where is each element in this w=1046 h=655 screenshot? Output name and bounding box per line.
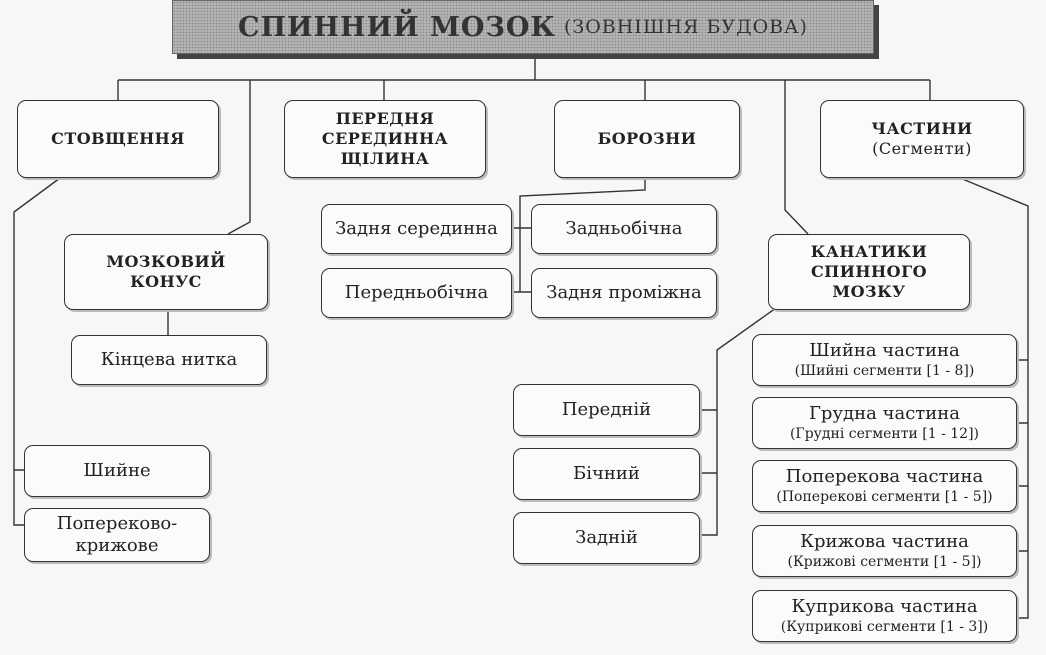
groove-item-posterior-median: Задня серединна — [321, 204, 512, 254]
groove-item-label: Передньобічна — [344, 282, 489, 303]
groove-item-posterolateral: Задньобічна — [531, 204, 717, 254]
category-anterior-fissure-label: ПЕРЕДНЯ СЕРЕДИННА ЩІЛИНА — [321, 109, 449, 168]
thickening-item-lumbosacral: Попереково- крижове — [24, 508, 210, 562]
connector-title-bus — [118, 52, 930, 81]
title-subtitle: (ЗОВНІШНЯ БУДОВА) — [563, 16, 808, 38]
part-item-thoracic: Грудна частина (Грудні сегменти [1 - 12]… — [752, 397, 1017, 449]
category-grooves: БОРОЗНИ — [554, 100, 740, 178]
groove-item-label: Задня проміжна — [546, 282, 702, 303]
category-anterior-fissure: ПЕРЕДНЯ СЕРЕДИННА ЩІЛИНА — [284, 100, 486, 178]
category-thickenings-label: СТОВЩЕННЯ — [51, 129, 185, 148]
part-item-segments: (Куприкові сегменти [1 - 3]) — [780, 619, 989, 635]
connector-to-conus — [227, 80, 251, 235]
funiculus-item-lateral: Бічний — [513, 448, 700, 500]
part-item-segments: (Крижові сегменти [1 - 5]) — [787, 554, 982, 570]
connector-thickenings-items — [13, 177, 61, 526]
part-item-name: Крижова частина — [800, 531, 969, 552]
part-item-lumbar: Поперекова частина (Поперекові сегменти … — [752, 460, 1017, 512]
funiculus-item-anterior: Передній — [513, 384, 700, 436]
conus-item-terminal-filum: Кінцева нитка — [71, 335, 267, 385]
category-conus-label: МОЗКОВИЙ КОНУС — [106, 252, 226, 291]
part-item-cervical: Шийна частина (Шийні сегменти [1 - 8]) — [752, 334, 1017, 386]
category-parts: ЧАСТИНИ (Сегменти) — [820, 100, 1024, 178]
thickening-item-label: Шийне — [83, 460, 151, 481]
category-conus: МОЗКОВИЙ КОНУС — [64, 234, 268, 310]
category-thickenings: СТОВЩЕННЯ — [17, 100, 219, 178]
diagram-title: СПИННИЙ МОЗОК (ЗОВНІШНЯ БУДОВА) — [172, 0, 874, 54]
thickening-item-cervical: Шийне — [24, 445, 210, 497]
category-parts-label: ЧАСТИНИ — [871, 119, 973, 138]
connector-to-funiculi — [784, 80, 809, 235]
part-item-coccygeal: Куприкова частина (Куприкові сегменти [1… — [752, 590, 1017, 642]
funiculus-item-label: Бічний — [573, 463, 640, 484]
groove-item-anterolateral: Передньобічна — [321, 268, 512, 318]
groove-item-label: Задня серединна — [335, 218, 498, 239]
part-item-name: Поперекова частина — [785, 466, 984, 487]
funiculus-item-posterior: Задній — [513, 512, 700, 564]
part-item-name: Грудна частина — [809, 403, 960, 424]
conus-item-label: Кінцева нитка — [100, 349, 238, 370]
thickening-item-label: Попереково- крижове — [56, 513, 178, 556]
connector-grooves-items — [512, 178, 646, 293]
part-item-sacral: Крижова частина (Крижові сегменти [1 - 5… — [752, 525, 1017, 577]
category-grooves-label: БОРОЗНИ — [597, 129, 697, 148]
category-funiculi: КАНАТИКИ СПИННОГО МОЗКУ — [768, 234, 970, 310]
part-item-segments: (Шийні сегменти [1 - 8]) — [794, 363, 975, 379]
funiculus-item-label: Задній — [575, 527, 638, 548]
part-item-segments: (Грудні сегменти [1 - 12]) — [789, 426, 980, 442]
part-item-name: Куприкова частина — [791, 596, 978, 617]
part-item-segments: (Поперекові сегменти [1 - 5]) — [776, 489, 993, 505]
category-parts-sublabel: (Сегменти) — [872, 139, 972, 158]
connector-funiculi-items — [700, 297, 791, 536]
part-item-name: Шийна частина — [809, 340, 960, 361]
connector-parts-items — [959, 177, 1029, 619]
funiculus-item-label: Передній — [561, 399, 652, 420]
category-funiculi-label: КАНАТИКИ СПИННОГО МОЗКУ — [810, 242, 928, 301]
title-main: СПИННИЙ МОЗОК — [238, 11, 556, 43]
groove-item-posterior-intermediate: Задня проміжна — [531, 268, 717, 318]
groove-item-label: Задньобічна — [565, 218, 683, 239]
